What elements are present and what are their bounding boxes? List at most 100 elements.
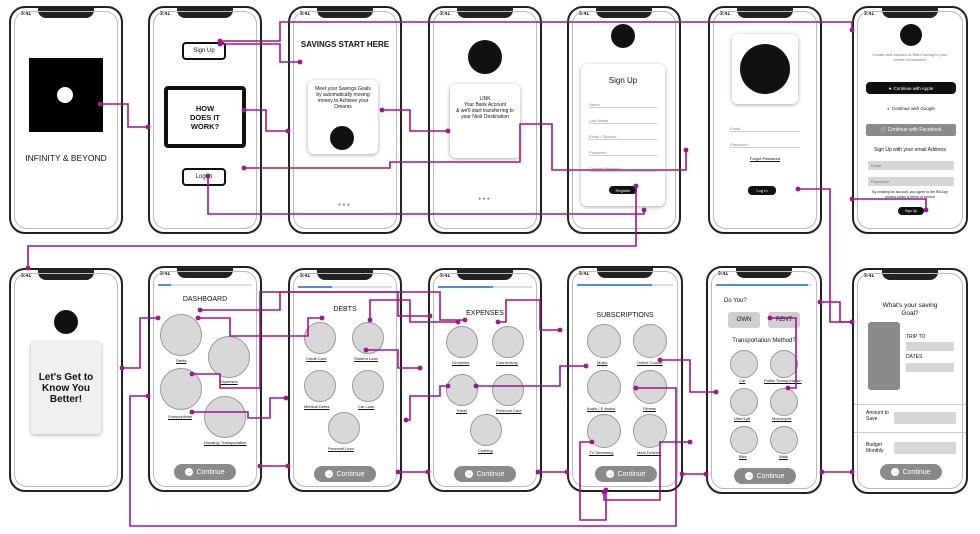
personal-care-circle[interactable] [492, 374, 524, 406]
rent-button[interactable]: RENT [768, 312, 800, 328]
walk-circle[interactable] [770, 426, 798, 454]
goal-continue-button[interactable]: →Continue [880, 464, 942, 480]
password-field[interactable]: Password [589, 150, 657, 156]
register-button[interactable]: Register [609, 186, 637, 194]
housing-circle[interactable] [204, 396, 246, 438]
phone-notch [882, 8, 938, 18]
arrow-right-icon: → [606, 470, 615, 478]
account-signup-button[interactable]: Sign Up [898, 207, 924, 215]
own-button[interactable]: OWN [728, 312, 760, 328]
subscriptions-circle[interactable] [160, 368, 202, 410]
status-time: 9:41 [160, 11, 171, 17]
personal-loan-circle[interactable] [328, 412, 360, 444]
signup-card: Sign Up Name Last Name Email / Zipcode P… [581, 64, 665, 206]
google-button[interactable]: ◐Continue with Google [866, 102, 956, 114]
account-intro: Create and Account & Start Saving to you… [872, 52, 948, 62]
public-transport-label: Public Transportation [764, 378, 802, 383]
travel-label: Travel [456, 408, 467, 413]
terms-text: By creating an account, you agree to the… [872, 190, 948, 199]
debts-circle[interactable] [160, 314, 202, 356]
budget-label: Budget Monthly [866, 442, 884, 454]
dates-field[interactable] [906, 363, 954, 372]
connectivity-circle[interactable] [492, 326, 524, 358]
amount-label: Amount to Save [866, 410, 889, 422]
apple-button-label: Continue with Apple [893, 85, 934, 91]
arrow-right-icon: → [325, 470, 334, 478]
login-email-field[interactable]: Email [730, 126, 800, 132]
apple-icon: ● [888, 85, 892, 91]
flow-connector [820, 301, 852, 323]
credit-card-circle[interactable] [304, 322, 336, 354]
clothing-circle[interactable] [470, 414, 502, 446]
online-course-circle[interactable] [633, 324, 667, 358]
connector-dot [403, 417, 409, 423]
status-time: 9:41 [579, 11, 590, 17]
confirm-password-field[interactable]: Confirm Password [589, 166, 657, 172]
name-field[interactable]: Name [589, 102, 657, 108]
phone-welcome: 9:41 Sign Up HOW DOES IT WORK? Log In [148, 6, 262, 234]
status-time: 9:41 [440, 11, 451, 17]
uber-lyft-circle[interactable] [730, 388, 758, 416]
trip-to-field[interactable] [906, 342, 954, 351]
signup-button[interactable]: Sign Up [182, 42, 226, 60]
motorcycle-circle[interactable] [770, 388, 798, 416]
housing-question: Do You? [724, 298, 747, 304]
phone-notch [457, 8, 513, 18]
status-time: 9:41 [440, 273, 451, 279]
tv-streaming-circle[interactable] [587, 414, 621, 448]
car-circle[interactable] [730, 350, 758, 378]
budget-field[interactable] [894, 442, 956, 454]
divider [854, 404, 966, 405]
clothing-label: Clothing [478, 448, 493, 453]
music-circle[interactable] [587, 324, 621, 358]
audio-books-circle[interactable] [587, 370, 621, 404]
subscriptions-continue-button[interactable]: →Continue [595, 466, 657, 482]
subscriptions-title: SUBSCRIPTIONS [596, 312, 654, 319]
phone-expenses: 9:41 EXPENSES Groceries Connectivity Tra… [428, 268, 542, 492]
account-password-field[interactable]: Password [868, 177, 954, 186]
meal-delivery-circle[interactable] [633, 414, 667, 448]
progress-bar [577, 284, 673, 286]
expenses-continue-button[interactable]: →Continue [454, 466, 516, 482]
housing-label: Housing/ Transportation [204, 440, 247, 445]
phone-notch [457, 270, 513, 280]
status-time: 9:41 [300, 11, 311, 17]
fitness-circle[interactable] [633, 370, 667, 404]
online-course-label: Online Course [637, 360, 663, 365]
amount-field[interactable] [894, 412, 956, 424]
login-submit-button[interactable]: Log In [748, 186, 776, 195]
expenses-circle[interactable] [208, 336, 250, 378]
account-email-field[interactable]: Email [868, 161, 954, 170]
know-avatar [54, 310, 78, 334]
signup-title: Sign Up [608, 76, 638, 85]
brand-title: INFINITY & BEYOND [25, 153, 107, 163]
public-transport-circle[interactable] [770, 350, 798, 378]
student-loan-circle[interactable] [352, 322, 384, 354]
car-label: Car [739, 378, 746, 383]
email-field[interactable]: Email / Zipcode [589, 134, 657, 140]
bike-circle[interactable] [730, 426, 758, 454]
status-time: 9:41 [864, 11, 875, 17]
medical-debts-circle[interactable] [304, 370, 336, 402]
login-button[interactable]: Log In [182, 168, 226, 186]
facebook-icon: ⓕ [880, 127, 886, 134]
how-it-works-card[interactable]: HOW DOES IT WORK? [164, 86, 246, 148]
dates-label: DATES [906, 354, 923, 360]
debts-continue-button[interactable]: →Continue [314, 466, 376, 482]
travel-circle[interactable] [446, 374, 478, 406]
groceries-label: Groceries [452, 360, 470, 365]
forgot-password-link[interactable]: Forgot Password [749, 156, 781, 161]
housing-continue-button[interactable]: →Continue [734, 468, 796, 484]
car-loan-circle[interactable] [352, 370, 384, 402]
phone-notch [177, 8, 233, 18]
google-icon: ◐ [887, 105, 890, 111]
groceries-circle[interactable] [446, 326, 478, 358]
last-name-field[interactable]: Last Name [589, 118, 657, 124]
divider [854, 432, 966, 433]
login-password-field[interactable]: Password [730, 142, 800, 148]
apple-button[interactable]: ●Continue with Apple [866, 82, 956, 94]
student-loan-label: Student Loan [354, 356, 378, 361]
dashboard-continue-button[interactable]: →Continue [174, 464, 236, 480]
status-time: 9:41 [160, 271, 171, 277]
